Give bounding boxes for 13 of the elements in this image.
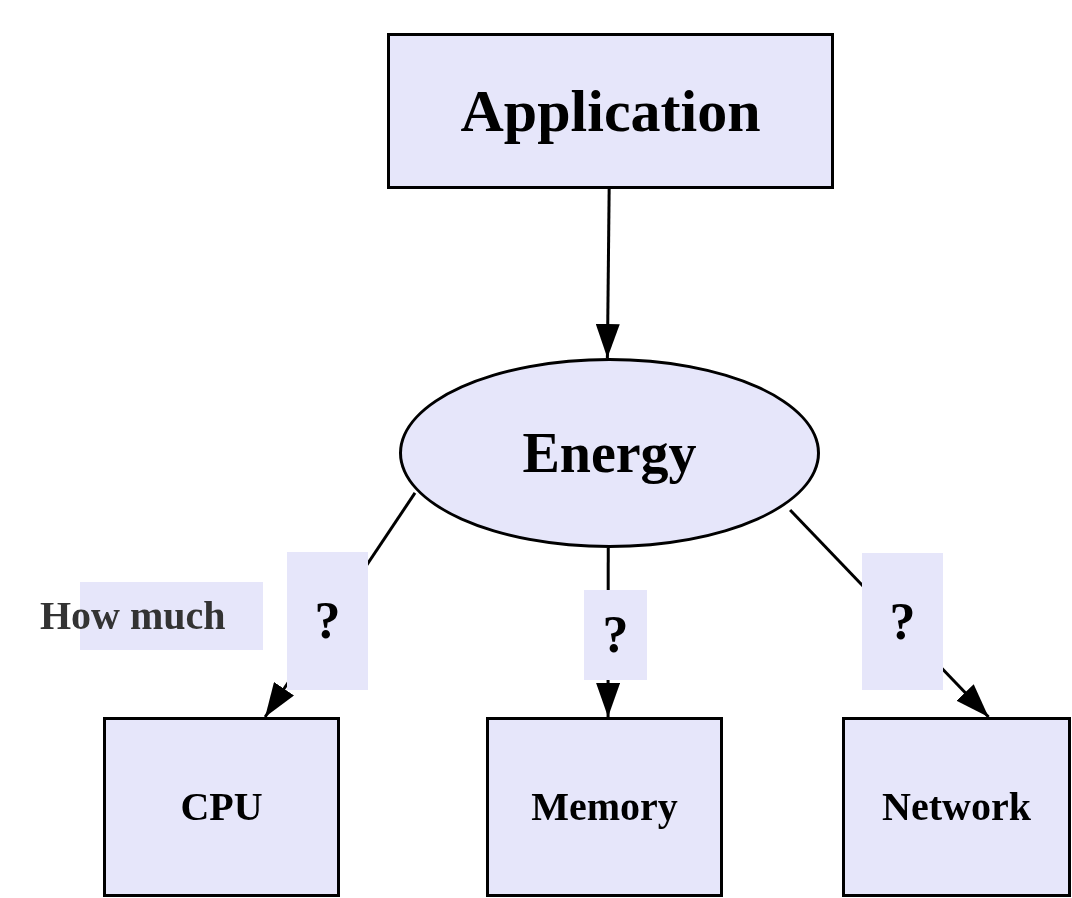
process-box (387, 33, 834, 189)
process-box (842, 717, 1071, 897)
node-label: Energy (522, 421, 697, 486)
node-label: CPU (180, 783, 263, 831)
edge-label: ? (584, 590, 647, 680)
edge-label: ? (862, 553, 943, 690)
node-label: Memory (531, 783, 678, 831)
edge-label: ? (287, 552, 368, 690)
node-label: Application (460, 77, 761, 146)
process-box (486, 717, 723, 897)
node-label: Network (882, 783, 1031, 831)
process-box (103, 717, 340, 897)
arrow (595, 189, 620, 358)
